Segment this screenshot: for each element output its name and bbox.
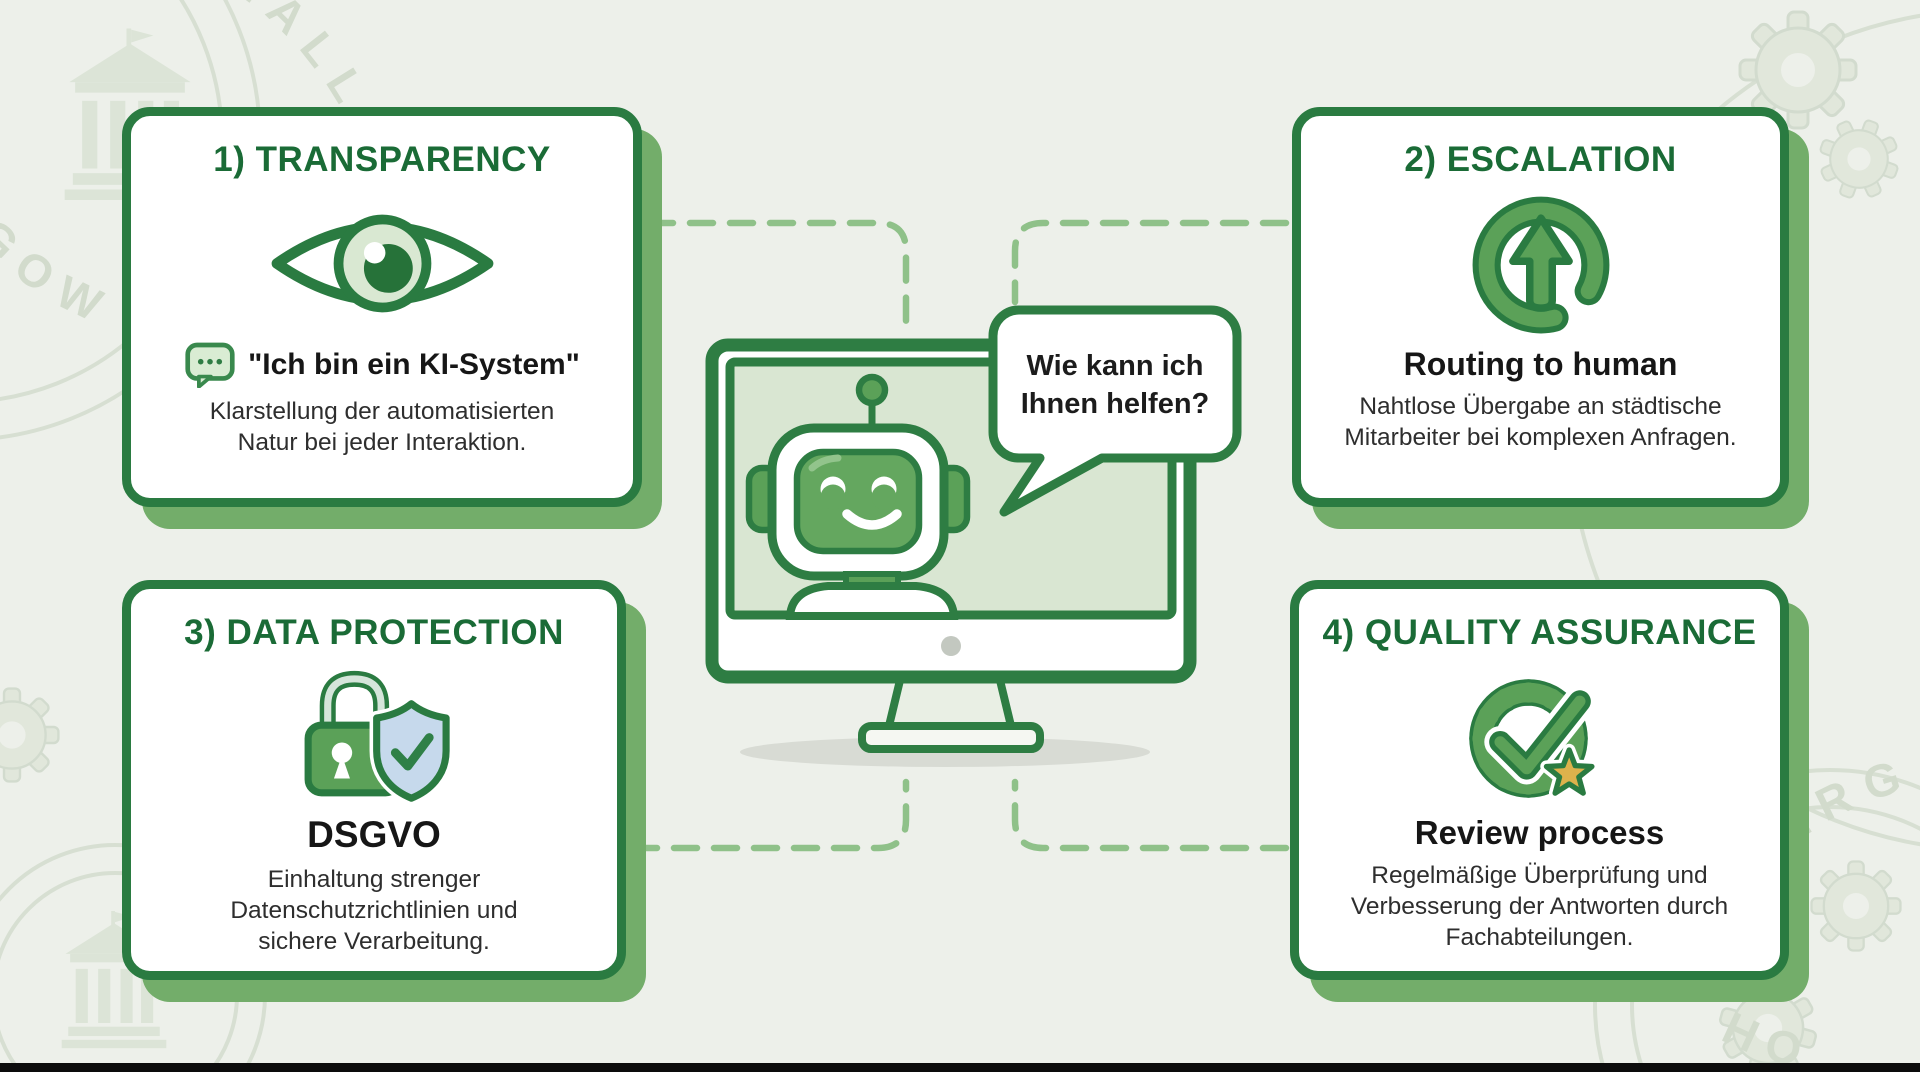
card-headline-row: Review process: [1415, 814, 1664, 852]
monitor-stand-base: [858, 722, 1044, 753]
card-headline: Review process: [1414, 814, 1665, 851]
card-headline: "Ich bin ein KI-System": [248, 347, 580, 381]
monitor-camera-dot: [941, 636, 961, 656]
card-body: Nahtlose Übergabe an städtische Mitarbei…: [1344, 393, 1737, 452]
card-title: 1) TRANSPARENCY: [213, 140, 551, 179]
card-headline: Routing to human: [1403, 346, 1678, 382]
connector-top-right: [1011, 219, 1290, 306]
chat-bubble-icon: [185, 342, 235, 388]
card-body: Klarstellung der automatisierten Natur b…: [209, 398, 555, 457]
card-headline: DSGVO: [307, 814, 441, 855]
robot-antenna-icon: [855, 373, 889, 407]
connector-bottom-left: [630, 778, 910, 852]
card-headline-row: Routing to human: [1404, 346, 1678, 383]
arrow-up-circle-icon: [1466, 190, 1616, 340]
connector-top-left: [646, 219, 910, 328]
card-transparency: 1) TRANSPARENCY "Ich bin ein KI-System" …: [122, 107, 642, 507]
card-headline-row: "Ich bin ein KI-System": [184, 341, 580, 388]
robot-avatar: [745, 373, 971, 620]
speech-bubble-text: Wie kann ich Ihnen helfen?: [1020, 349, 1210, 420]
card-title: 3) DATA PROTECTION: [184, 613, 564, 652]
card-headline-row: DSGVO: [307, 814, 441, 856]
card-data-protection: 3) DATA PROTECTION DSGVO Einhaltung stre…: [122, 580, 626, 980]
bottom-letterbox-bar: [0, 1063, 1920, 1072]
card-body: Regelmäßige Überprüfung und Verbesserung…: [1350, 862, 1729, 952]
card-title: 4) QUALITY ASSURANCE: [1322, 613, 1757, 652]
card-quality-assurance: 4) QUALITY ASSURANCE: [1290, 580, 1789, 980]
eye-icon: [265, 200, 500, 327]
card-escalation: 2) ESCALATION Routing to human Nahtlose …: [1292, 107, 1789, 507]
speech-bubble: [988, 305, 1242, 517]
lock-shield-icon: [285, 661, 463, 808]
connector-bottom-right: [1011, 778, 1290, 852]
card-body: Einhaltung strenger Datenschutzrichtlini…: [230, 866, 518, 956]
card-title: 2) ESCALATION: [1404, 140, 1677, 179]
badge-check-star-icon: [1456, 657, 1624, 812]
